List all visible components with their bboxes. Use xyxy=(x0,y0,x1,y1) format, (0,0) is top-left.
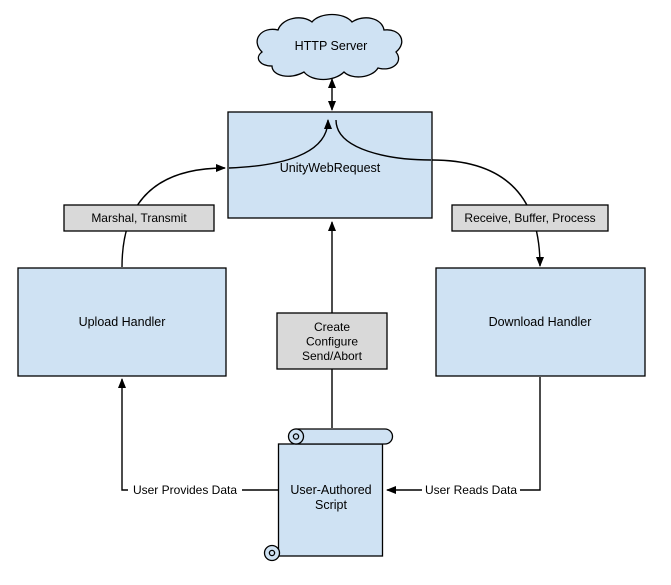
create-configure-label-bg xyxy=(276,312,388,370)
marshal-transmit-label-bg xyxy=(63,204,215,232)
receive-buffer-process-label-bg xyxy=(451,204,609,232)
upload-handler-label: Upload Handler xyxy=(79,315,166,329)
http-server-cloud xyxy=(256,13,403,81)
uwr-inner-flow-right xyxy=(335,119,432,161)
user-script-scroll-body xyxy=(277,443,384,557)
upload-to-uwr-arrow xyxy=(121,164,226,268)
uwr-to-download-arrow xyxy=(431,159,544,267)
marshal-transmit-label: Marshal, Transmit xyxy=(91,211,187,225)
script-to-upload-arrow xyxy=(118,378,278,491)
scroll-bottom-curl-inner-icon xyxy=(268,549,276,557)
scroll-top-curl-inner-icon xyxy=(292,433,300,440)
unitywebrequest-label: UnityWebRequest xyxy=(280,161,381,175)
user-script-label-line1: User-Authored xyxy=(290,483,371,497)
receive-buffer-process-label: Receive, Buffer, Process xyxy=(464,211,595,225)
upload-handler-box xyxy=(17,267,227,377)
create-label-line1: Create xyxy=(314,320,350,334)
http-server-label: HTTP Server xyxy=(295,39,368,53)
create-label-line2: Configure xyxy=(306,335,358,349)
scroll-bottom-curl-icon xyxy=(263,544,281,562)
user-reads-data-label-bg xyxy=(422,481,520,498)
scroll-top-curl-icon xyxy=(287,428,305,445)
user-reads-data-label: User Reads Data xyxy=(425,483,517,497)
user-script-label-line2: Script xyxy=(315,498,347,512)
uwr-inner-flow-left xyxy=(228,119,332,169)
download-handler-label: Download Handler xyxy=(489,315,592,329)
user-script-scroll-top-roll xyxy=(295,428,394,445)
download-to-script-arrow xyxy=(386,377,541,494)
create-label-line3: Send/Abort xyxy=(302,349,363,363)
user-provides-data-label: User Provides Data xyxy=(133,483,237,497)
download-handler-box xyxy=(435,267,646,377)
user-provides-data-label-bg xyxy=(128,481,242,498)
